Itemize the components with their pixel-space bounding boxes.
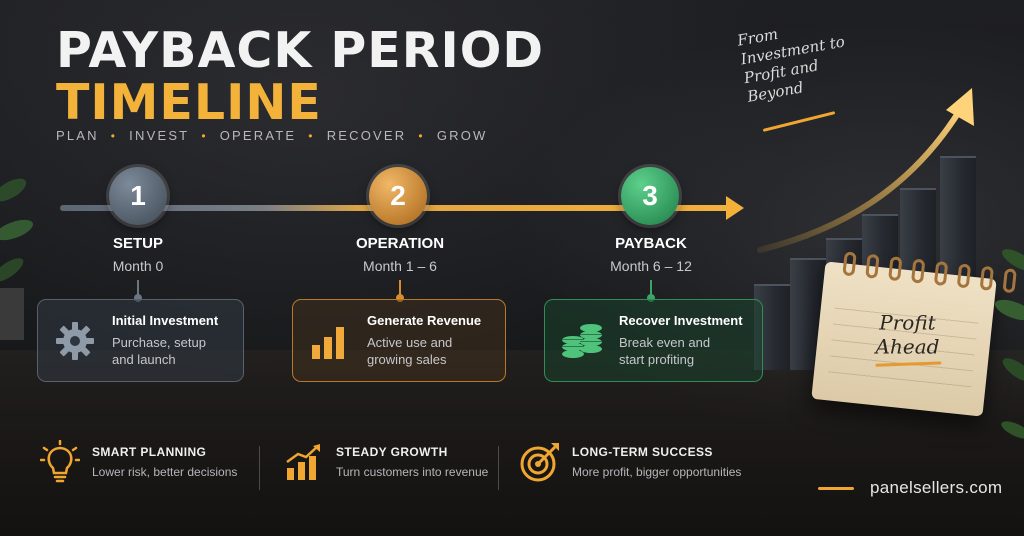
divider xyxy=(259,446,260,490)
step-3-card-desc: Break even and start profiting xyxy=(619,335,711,367)
phase-plan: PLAN xyxy=(56,128,99,143)
step-2-name: OPERATION xyxy=(355,235,445,252)
timeline-arrow-icon xyxy=(726,196,744,220)
feature-title: LONG-TERM SUCCESS xyxy=(572,445,713,459)
step-3-name: PAYBACK xyxy=(615,235,687,252)
calendar-text: Profit Ahead xyxy=(875,310,940,359)
phase-grow: GROW xyxy=(436,128,488,143)
growth-chart-icon xyxy=(282,440,326,484)
plant-right-icon xyxy=(995,249,1024,439)
step-1-card-desc: Purchase, setup and launch xyxy=(112,335,206,367)
step-2-month: Month 1 – 6 xyxy=(363,258,437,274)
separator-dot: • xyxy=(201,128,208,143)
feature-title: STEADY GROWTH xyxy=(336,445,448,459)
step-1-connector xyxy=(134,280,142,302)
growth-arrow-icon xyxy=(757,88,974,253)
divider xyxy=(498,446,499,490)
step-3-card-title: Recover Investment xyxy=(619,313,743,328)
feature-long-term-success: LONG-TERM SUCCESS More profit, bigger op… xyxy=(518,440,741,484)
step-2-card-desc: Active use and growing sales xyxy=(367,335,453,367)
ring xyxy=(956,263,972,289)
step-1-circle: 1 xyxy=(109,167,167,225)
feature-desc: More profit, bigger opportunities xyxy=(572,465,742,479)
feature-smart-planning: SMART PLANNING Lower risk, better decisi… xyxy=(38,440,237,484)
separator-dot: • xyxy=(308,128,315,143)
step-2-card-title: Generate Revenue xyxy=(367,313,482,328)
ring xyxy=(933,260,949,287)
coins-icon xyxy=(559,318,605,364)
ring xyxy=(865,253,880,279)
feature-row: SMART PLANNING Lower risk, better decisi… xyxy=(0,440,800,500)
gear-icon xyxy=(52,318,98,364)
step-3-month: Month 6 – 12 xyxy=(610,258,692,274)
ring xyxy=(842,251,857,277)
ring xyxy=(910,258,926,284)
feature-steady-growth: STEADY GROWTH Turn customers into revenu… xyxy=(282,440,488,484)
feature-desc: Turn customers into revenue xyxy=(336,465,489,479)
separator-dot: • xyxy=(418,128,425,143)
step-2-connector xyxy=(396,280,404,302)
brand-accent-line xyxy=(818,486,854,490)
bar-chart-icon xyxy=(307,318,353,364)
step-1-card: Initial Investment Purchase, setup and l… xyxy=(37,299,244,382)
brand-footer: panelsellers.com xyxy=(818,478,1002,498)
ring xyxy=(888,256,903,282)
page-title-highlight: TIMELINE xyxy=(56,74,322,131)
target-icon xyxy=(518,440,562,484)
step-2-card: Generate Revenue Active use and growing … xyxy=(292,299,506,382)
calendar-illustration: Profit Ahead xyxy=(811,251,1017,417)
phase-invest: INVEST xyxy=(129,128,190,143)
step-3-card: Recover Investment Break even and start … xyxy=(544,299,763,382)
step-1-card-title: Initial Investment xyxy=(112,313,219,328)
step-3-connector xyxy=(647,280,655,302)
feature-title: SMART PLANNING xyxy=(92,445,207,459)
phase-operate: OPERATE xyxy=(219,128,297,143)
separator-dot: • xyxy=(110,128,118,143)
step-2-circle: 2 xyxy=(369,167,427,225)
plant-left-icon xyxy=(0,178,33,340)
step-1-name: SETUP xyxy=(112,235,163,252)
lightbulb-icon xyxy=(38,440,82,484)
phase-recover: RECOVER xyxy=(326,128,407,143)
phase-subtitle: PLAN • INVEST • OPERATE • RECOVER • GROW xyxy=(56,128,488,143)
feature-desc: Lower risk, better decisions xyxy=(92,465,238,479)
page-title: PAYBACK PERIOD xyxy=(56,22,545,79)
brand-link[interactable]: panelsellers.com xyxy=(870,478,1003,497)
step-3-circle: 3 xyxy=(621,167,679,225)
step-1-month: Month 0 xyxy=(112,258,164,274)
